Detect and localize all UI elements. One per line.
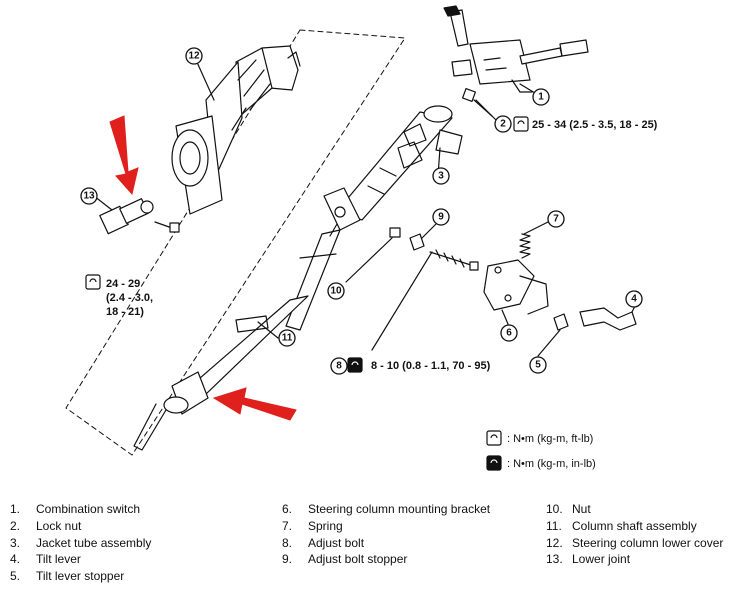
legend-item: 11. Column shaft assembly	[546, 518, 723, 535]
legend-text: Lower joint	[572, 552, 631, 567]
legend-item: 1. Combination switch	[10, 501, 151, 518]
legend-number: 6.	[282, 502, 293, 516]
legend-text: Adjust bolt	[308, 535, 365, 550]
legend-number: 9.	[282, 552, 293, 567]
callout-3: 3	[438, 171, 444, 182]
column-shaft-part	[133, 211, 345, 451]
legend-column-2: 6. Steering column mounting bracket 7. Spr…	[282, 501, 490, 568]
legend-number: 8.	[282, 535, 293, 550]
torque-wrench-icon	[513, 116, 529, 132]
legend-text: Steering column lower cover	[572, 535, 724, 550]
callout-4: 4	[631, 294, 637, 305]
combination-switch-part	[443, 5, 589, 93]
legend-column-3: 10. Nut 11. Column shaft assembly 12. Steer…	[546, 501, 723, 568]
legend-text: Spring	[308, 518, 343, 533]
legend-number: 2.	[10, 518, 21, 533]
units-key-ftlb: : N•m (kg-m, ft-lb)	[507, 433, 593, 445]
legend-number: 5.	[10, 569, 21, 584]
red-arrows	[109, 115, 297, 421]
legend-text: Jacket tube assembly	[36, 535, 152, 550]
adjust-bolt-part	[371, 249, 479, 351]
legend-item: 9. Adjust bolt stopper	[282, 551, 490, 568]
legend-text: Adjust bolt stopper	[308, 552, 408, 567]
callout-13: 13	[83, 191, 95, 202]
legend-number: 11.	[546, 518, 562, 533]
torque-value-13-line3: 18 - 21)	[106, 306, 144, 318]
callout-13-circle	[80, 187, 98, 205]
callout-9: 9	[438, 212, 444, 223]
legend-item: 13. Lower joint	[546, 551, 723, 568]
callout-6-circle	[500, 324, 518, 342]
callout-4-circle	[625, 290, 643, 308]
legend-item: 5. Tilt lever stopper	[10, 568, 151, 585]
callout-2: 2	[500, 119, 506, 130]
callout-7-circle	[547, 210, 565, 228]
legend-number: 12.	[546, 535, 563, 550]
torque-value-2: 25 - 34 (2.5 - 3.5, 18 - 25)	[532, 119, 658, 131]
tilt-lever-part	[579, 303, 637, 331]
legend-number: 10.	[546, 502, 563, 516]
jacket-tube-part	[323, 105, 463, 231]
legend-item: 8. Adjust bolt	[282, 535, 490, 552]
spring-part	[519, 219, 553, 259]
legend-item: 7. Spring	[282, 518, 490, 535]
callout-5-circle	[529, 356, 547, 374]
legend-item: 4. Tilt lever	[10, 551, 151, 568]
callout-12: 12	[188, 51, 200, 62]
legend-number: 4.	[10, 552, 21, 567]
torque-wrench-icon	[486, 430, 502, 446]
legend-text: Nut	[572, 502, 591, 516]
legend-item: 2. Lock nut	[10, 518, 151, 535]
legend-number: 1.	[10, 502, 21, 516]
callout-10: 10	[330, 286, 342, 297]
legend-item: 3. Jacket tube assembly	[10, 535, 151, 552]
legend-item: 10. Nut	[546, 501, 723, 518]
legend-item: 6. Steering column mounting bracket	[282, 501, 490, 518]
callout-2-circle	[494, 115, 512, 133]
torque-wrench-inlb-icon	[486, 455, 502, 471]
legend-text: Combination switch	[36, 502, 141, 516]
arrow-to-lower-joint	[109, 115, 139, 196]
torque-wrench-icon	[85, 274, 101, 290]
torque-value-13-line1: 24 - 29	[106, 278, 140, 290]
legend-number: 7.	[282, 518, 293, 533]
legend-number: 13.	[546, 552, 563, 567]
legend-column-1: 1. Combination switch 2. Lock nut 3. Jacket…	[10, 501, 151, 585]
callout-1: 1	[538, 92, 544, 103]
callout-5: 5	[535, 360, 541, 371]
mounting-bracket-part	[483, 259, 549, 325]
callout-8-circle	[330, 357, 348, 375]
torque-wrench-inlb-icon	[347, 357, 363, 373]
lock-nut-part	[461, 87, 493, 117]
lower-joint-part	[99, 198, 180, 235]
callout-6: 6	[506, 328, 512, 339]
legend-text: Steering column mounting bracket	[308, 502, 491, 516]
callout-7: 7	[553, 214, 559, 225]
callout-3-circle	[432, 167, 450, 185]
callout-9-circle	[432, 208, 450, 226]
tilt-lever-stopper-part	[537, 313, 569, 357]
callout-8: 8	[336, 361, 342, 372]
callout-11: 11	[282, 333, 293, 344]
legend-item: 12. Steering column lower cover	[546, 535, 723, 552]
callout-11-circle	[278, 329, 296, 347]
callout-12-circle	[185, 47, 203, 65]
adjust-bolt-stopper-part	[409, 221, 439, 251]
legend-number: 3.	[10, 535, 21, 550]
lower-cover-part	[171, 45, 301, 215]
callout-10-circle	[327, 282, 345, 300]
callout-1-circle	[532, 88, 550, 106]
legend-text: Column shaft assembly	[572, 518, 697, 533]
exploded-view-diagram: 1 2 3 4 5 6 7 8 9 10 11 12 13 25 - 34 (2…	[65, 5, 658, 471]
arrow-to-universal-joint	[212, 387, 297, 421]
dashed-boundary	[65, 29, 406, 456]
legend-text: Tilt lever	[36, 552, 81, 567]
torque-value-13-line2: (2.4 - 3.0,	[106, 292, 153, 304]
torque-value-8: 8 - 10 (0.8 - 1.1, 70 - 95)	[371, 360, 491, 372]
legend-text: Tilt lever stopper	[36, 569, 125, 584]
nut-part	[345, 227, 401, 283]
units-key-inlb: : N•m (kg-m, in-lb)	[507, 458, 596, 470]
legend-text: Lock nut	[36, 518, 82, 533]
